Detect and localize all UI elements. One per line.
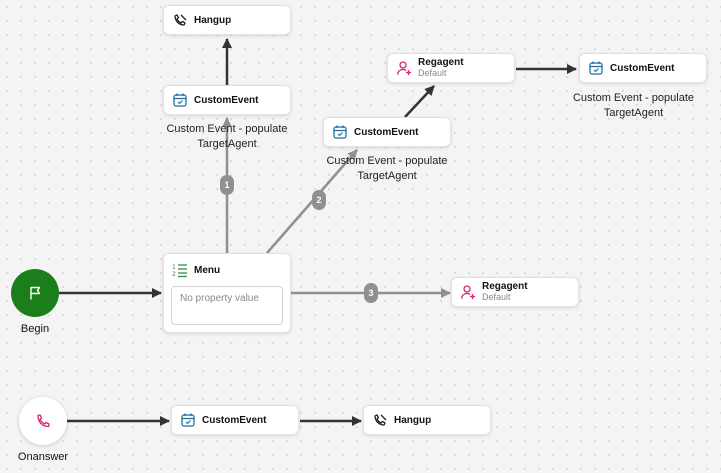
node-caption: Custom Event - populate TargetAgent — [326, 155, 448, 182]
begin-label: Begin — [20, 323, 50, 335]
calendar-event-icon — [332, 124, 348, 140]
phone-hangup-icon — [372, 412, 388, 428]
svg-text:2: 2 — [172, 271, 176, 278]
onanswer-node[interactable] — [19, 397, 67, 445]
calendar-event-icon — [180, 412, 196, 428]
node-title: Menu — [194, 264, 221, 276]
node-caption: Custom Event - populate TargetAgent — [166, 123, 288, 150]
onanswer-label: Onanswer — [17, 451, 69, 463]
node-title: Hangup — [394, 414, 432, 426]
regagent-node-top[interactable]: Regagent Default — [387, 53, 515, 83]
user-add-icon — [396, 60, 412, 76]
menu-property-field[interactable]: No property value — [171, 286, 283, 325]
customevent-node-1[interactable]: CustomEvent — [163, 85, 291, 115]
begin-node[interactable] — [11, 269, 59, 317]
edge-customevent2-to-regagent — [404, 85, 435, 118]
menu-option-badge-1: 1 — [220, 175, 234, 195]
node-title: Hangup — [194, 14, 232, 26]
hangup-node-bottom[interactable]: Hangup — [363, 405, 491, 435]
node-caption: Custom Event - populate TargetAgent — [572, 92, 695, 119]
node-title: Regagent — [482, 281, 528, 292]
menu-option-badge-2: 2 — [312, 190, 326, 210]
menu-option-badge-3: 3 — [364, 283, 378, 303]
node-title: CustomEvent — [194, 94, 259, 106]
phone-icon — [35, 413, 51, 429]
customevent-node-bottom[interactable]: CustomEvent — [171, 405, 299, 435]
flag-icon — [27, 285, 43, 301]
node-title: CustomEvent — [202, 414, 267, 426]
node-title: CustomEvent — [354, 126, 419, 138]
node-subtitle: Default — [418, 68, 447, 78]
svg-text:1: 1 — [172, 264, 176, 271]
node-title: CustomEvent — [610, 62, 675, 74]
regagent-node-right[interactable]: Regagent Default — [451, 277, 579, 307]
customevent-node-3[interactable]: CustomEvent — [579, 53, 707, 83]
calendar-event-icon — [588, 60, 604, 76]
node-title: Regagent — [418, 57, 464, 68]
phone-hangup-icon — [172, 12, 188, 28]
customevent-node-2[interactable]: CustomEvent — [323, 117, 451, 147]
hangup-node-top[interactable]: Hangup — [163, 5, 291, 35]
node-subtitle: Default — [482, 292, 511, 302]
calendar-event-icon — [172, 92, 188, 108]
user-add-icon — [460, 284, 476, 300]
